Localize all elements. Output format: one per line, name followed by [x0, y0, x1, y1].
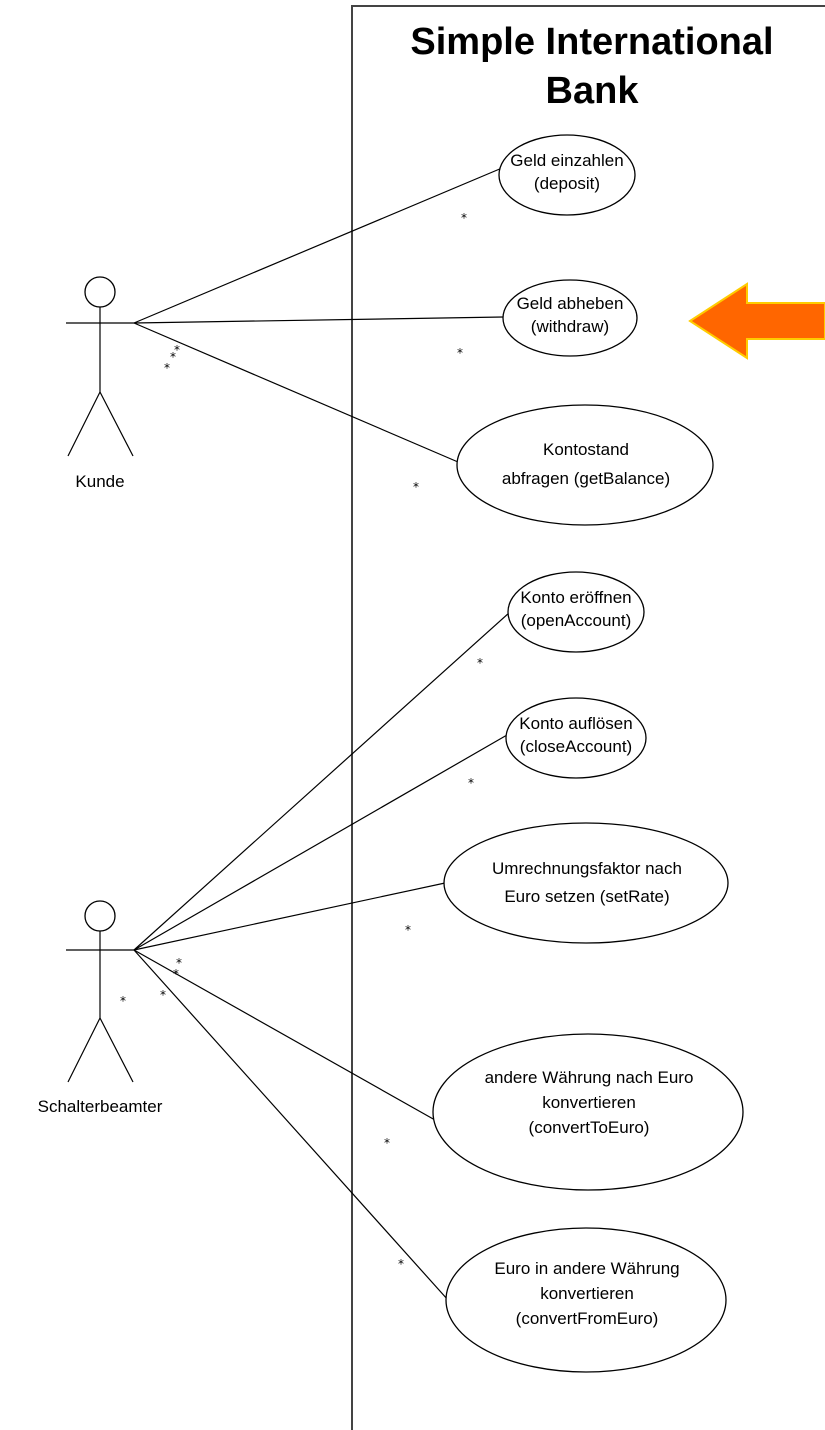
use-case-label: Konto auflösen — [519, 714, 632, 733]
multiplicity-star: * — [398, 1257, 404, 1271]
association-schalter-closeaccount — [133, 734, 508, 951]
system-title-line2: Bank — [546, 70, 640, 112]
use-case-label: (openAccount) — [521, 611, 632, 630]
multiplicity-star: * — [477, 656, 483, 670]
use-case-label: (convertToEuro) — [529, 1118, 650, 1137]
use-case-label: konvertieren — [540, 1284, 634, 1303]
actor-left-leg — [67, 1017, 101, 1083]
use-case-set-rate: Umrechnungsfaktor nach Euro setzen (setR… — [443, 822, 729, 944]
use-case-deposit: Geld einzahlen (deposit) — [498, 134, 636, 216]
actor-label-kunde: Kunde — [75, 472, 124, 491]
association-schalter-convertfromeuro — [133, 949, 449, 1301]
multiplicity-markers: * * * * * * * * * * * * * * * — [120, 211, 483, 1271]
use-case-label: (closeAccount) — [520, 737, 632, 756]
use-case-convert-from-euro: Euro in andere Währung konvertieren (con… — [445, 1227, 727, 1373]
use-case-label: andere Währung nach Euro — [485, 1068, 694, 1087]
actor-right-leg — [99, 391, 134, 457]
multiplicity-star: * — [160, 988, 166, 1002]
use-case-ellipse — [456, 404, 714, 526]
use-case-convert-to-euro: andere Währung nach Euro konvertieren (c… — [432, 1033, 744, 1191]
use-case-label: konvertieren — [542, 1093, 636, 1112]
use-case-ellipse — [502, 279, 638, 357]
use-case-ellipse — [507, 571, 645, 653]
actor-head — [84, 276, 116, 308]
multiplicity-star: * — [173, 967, 179, 981]
system-boundary — [351, 5, 825, 1430]
actor-right-leg — [99, 1017, 134, 1083]
use-case-label: Konto eröffnen — [520, 588, 631, 607]
association-kunde-getbalance — [133, 322, 459, 463]
highlight-arrow-icon — [688, 282, 825, 360]
association-kunde-withdraw — [133, 316, 504, 324]
multiplicity-star: * — [461, 211, 467, 225]
use-case-label: Euro setzen (setRate) — [504, 887, 669, 906]
use-case-ellipse — [445, 1227, 727, 1373]
actor-kunde: Kunde — [66, 276, 134, 491]
use-case-label: Geld abheben — [517, 294, 624, 313]
use-case-label: Kontostand — [543, 440, 629, 459]
use-case-label: (convertFromEuro) — [516, 1309, 659, 1328]
actor-left-leg — [67, 391, 101, 457]
multiplicity-star: * — [405, 923, 411, 937]
association-schalter-openaccount — [133, 611, 511, 951]
use-case-label: (withdraw) — [531, 317, 609, 336]
actor-head — [84, 900, 116, 932]
multiplicity-star: * — [174, 343, 180, 357]
use-case-label: Umrechnungsfaktor nach — [492, 859, 682, 878]
actor-label-schalterbeamter: Schalterbeamter — [38, 1097, 163, 1116]
use-case-label: Geld einzahlen — [510, 151, 623, 170]
use-case-close-account: Konto auflösen (closeAccount) — [505, 697, 647, 779]
multiplicity-star: * — [457, 346, 463, 360]
actor-schalterbeamter: Schalterbeamter — [38, 900, 163, 1116]
use-case-ellipse — [432, 1033, 744, 1191]
use-case-label: (deposit) — [534, 174, 600, 193]
multiplicity-star: * — [176, 956, 182, 970]
use-case-ellipse — [498, 134, 636, 216]
multiplicity-star: * — [120, 994, 126, 1008]
multiplicity-star: * — [413, 480, 419, 494]
use-case-get-balance: Kontostand abfragen (getBalance) — [456, 404, 714, 526]
association-schalter-setrate — [133, 882, 446, 951]
association-kunde-deposit — [133, 167, 503, 324]
use-case-ellipse — [505, 697, 647, 779]
multiplicity-star: * — [468, 776, 474, 790]
use-case-label: abfragen (getBalance) — [502, 469, 670, 488]
multiplicity-star: * — [170, 350, 176, 364]
use-case-label: Euro in andere Währung — [494, 1259, 679, 1278]
multiplicity-star: * — [384, 1136, 390, 1150]
use-case-open-account: Konto eröffnen (openAccount) — [507, 571, 645, 653]
use-case-ellipse — [443, 822, 729, 944]
association-schalter-converttoeuro — [133, 949, 436, 1121]
use-case-withdraw: Geld abheben (withdraw) — [502, 279, 638, 357]
multiplicity-star: * — [164, 361, 170, 375]
system-title-line1: Simple International — [410, 21, 773, 63]
